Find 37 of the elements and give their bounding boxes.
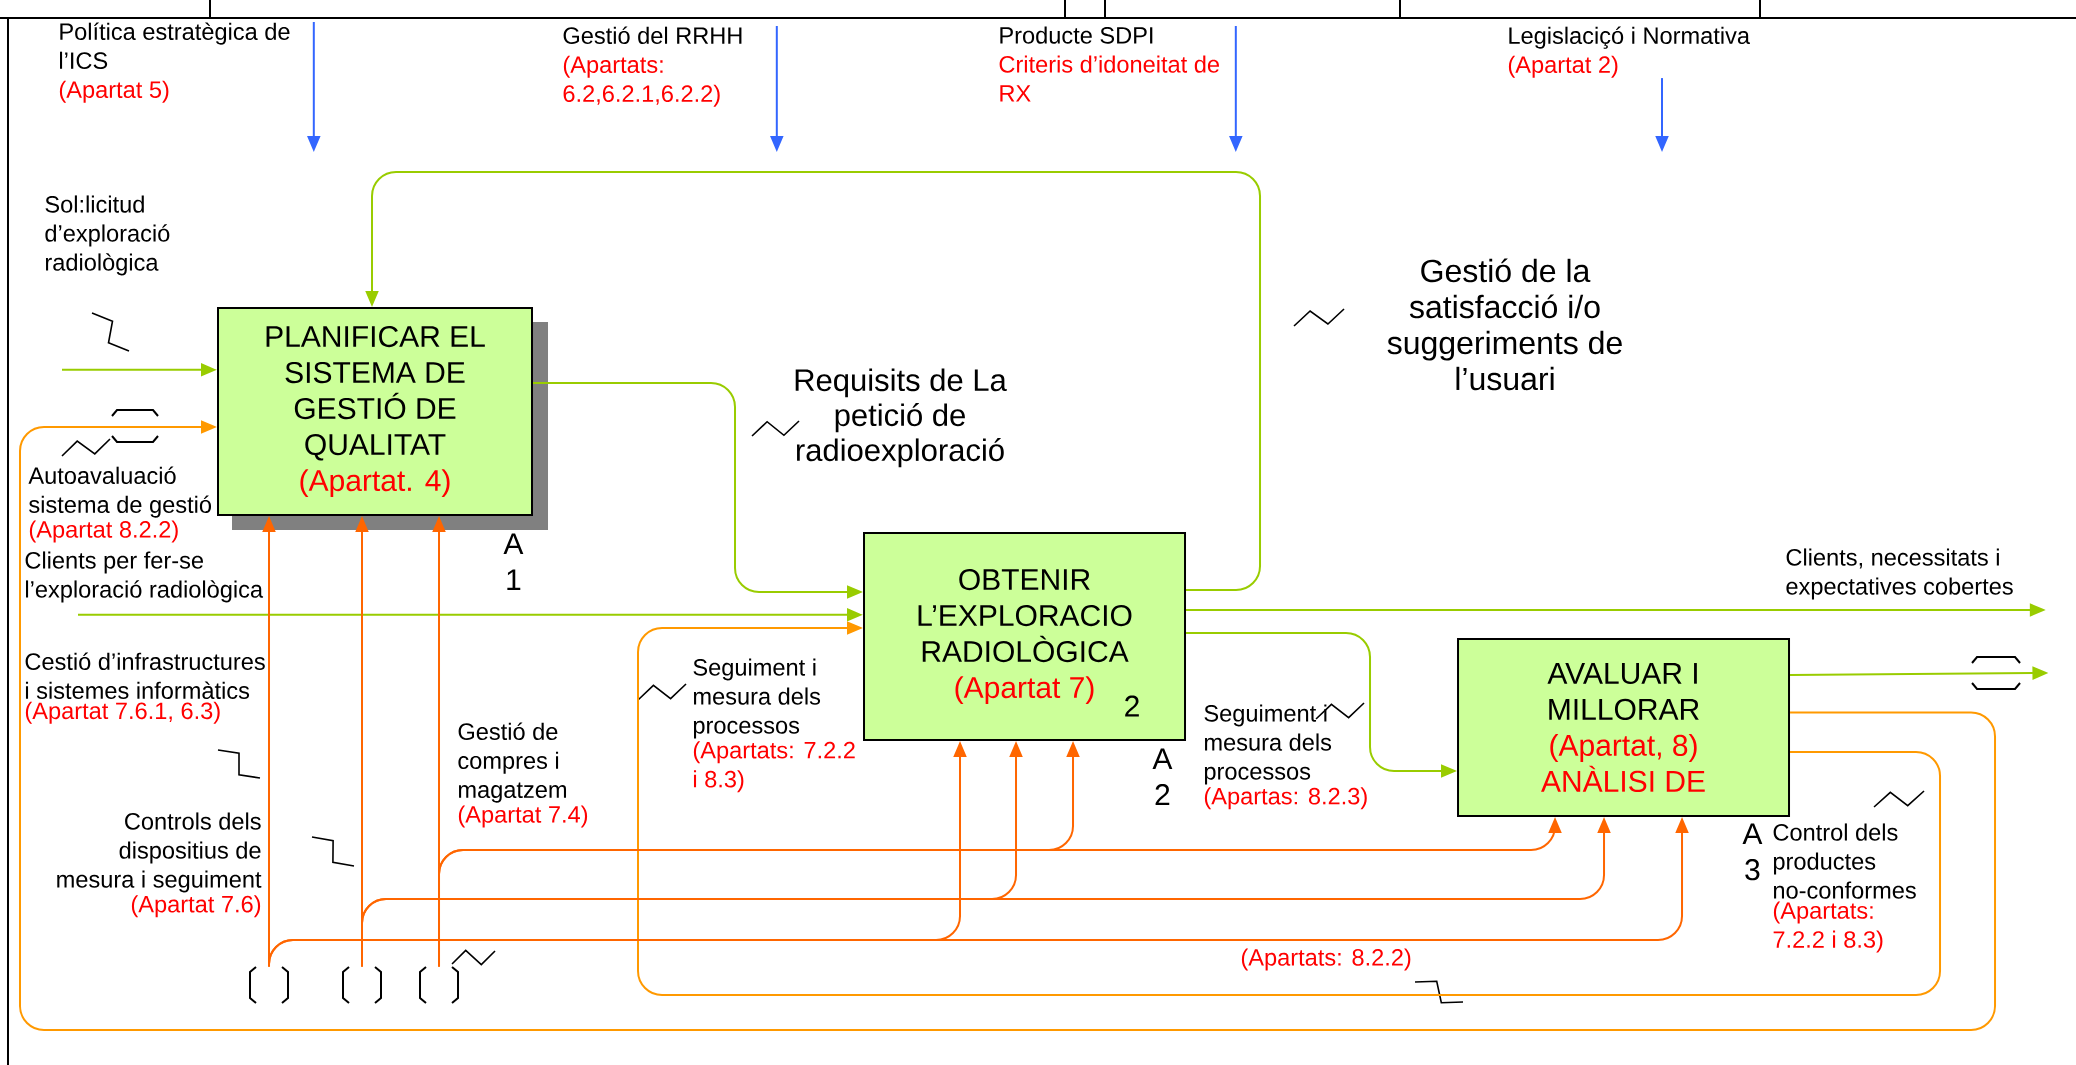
arrow-label: (Apartats: 8.2.2)	[1241, 948, 1411, 971]
arrow-label: Gestió de compres i magatzem	[458, 722, 566, 803]
arrow-label: (Apartat 7.6.1, 6.3)	[25, 701, 220, 724]
tunnel-bracket	[249, 966, 289, 1004]
arrow-label: Clients per fer-se l’exploració radiològica	[25, 551, 264, 603]
arrow-label: Seguiment i mesura dels processos	[1204, 704, 1332, 785]
tunnel-bracket	[342, 966, 382, 1004]
process-box: OBTENIR L’EXPLORACIO RADIOLÒGICA (Apartat 7) 2	[863, 532, 1186, 741]
arrow-label: Cestió d’infrastructures i sistemes informàtics	[25, 652, 265, 699]
arrow-label: Seguiment i mesura dels processos	[693, 658, 821, 739]
arrow-label: Sol:licitud d’exploració radiològica	[45, 195, 170, 276]
process-box: AVALUAR I MILLORAR (Apartat, 8) ANÀLISI DE	[1457, 638, 1790, 817]
arrow	[637, 621, 1941, 996]
arrow-label: Legislaciçó i Normativa (Apartat 2)	[1508, 26, 1750, 78]
arrow-label: (Apartats: 7.2.2 i 8.3)	[1773, 901, 1883, 953]
box-number: A 3	[1742, 823, 1763, 881]
arrow-label: (Apartats: 7.2.2 i 8.3)	[693, 741, 855, 793]
arrow-label: (Apartat 7.6)	[131, 895, 261, 918]
flow-label: Gestió de la satisfacció i/o suggeriments de l’usuari	[1387, 258, 1622, 391]
arrow-label: Controls dels dispositius de mesura i seguiment	[57, 812, 262, 893]
arrow	[365, 171, 1261, 591]
arrow-label: Autoavaluació sistema de gestió	[28, 466, 212, 518]
arrow-label: Producte SDPI Criteris d’idoneitat de RX	[999, 26, 1219, 102]
arrow-label: Política estratègica de l’ICS (Apartat 5)	[59, 22, 290, 103]
arrow-label: (Apartat 8.2.2)	[29, 520, 178, 543]
arrow-label: (Apartat 7.4)	[458, 805, 588, 828]
box-number: A 2	[1152, 748, 1173, 806]
flow-label: Requisits de La petició de radioexploració	[795, 368, 1007, 468]
arrow	[19, 420, 1997, 1031]
arrow-label: Clients, necessitats i expectatives cobertes	[1786, 548, 2013, 600]
arrow-label: Gestió del RRHH (Apartats: 6.2,6.2.1,6.2.2)	[563, 26, 742, 107]
tunnel-bracket	[419, 966, 459, 1004]
tunnel-bracket	[1971, 656, 2022, 690]
process-box: PLANIFICAR EL SISTEMA DE GESTIÓ DE QUALITAT (Apartat. 4)	[217, 307, 548, 530]
arrow-label: (Apartas: 8.2.3)	[1204, 787, 1367, 810]
arrow-label: Control dels productes no-conformes	[1773, 823, 1916, 899]
box-number: A 1	[503, 533, 524, 591]
